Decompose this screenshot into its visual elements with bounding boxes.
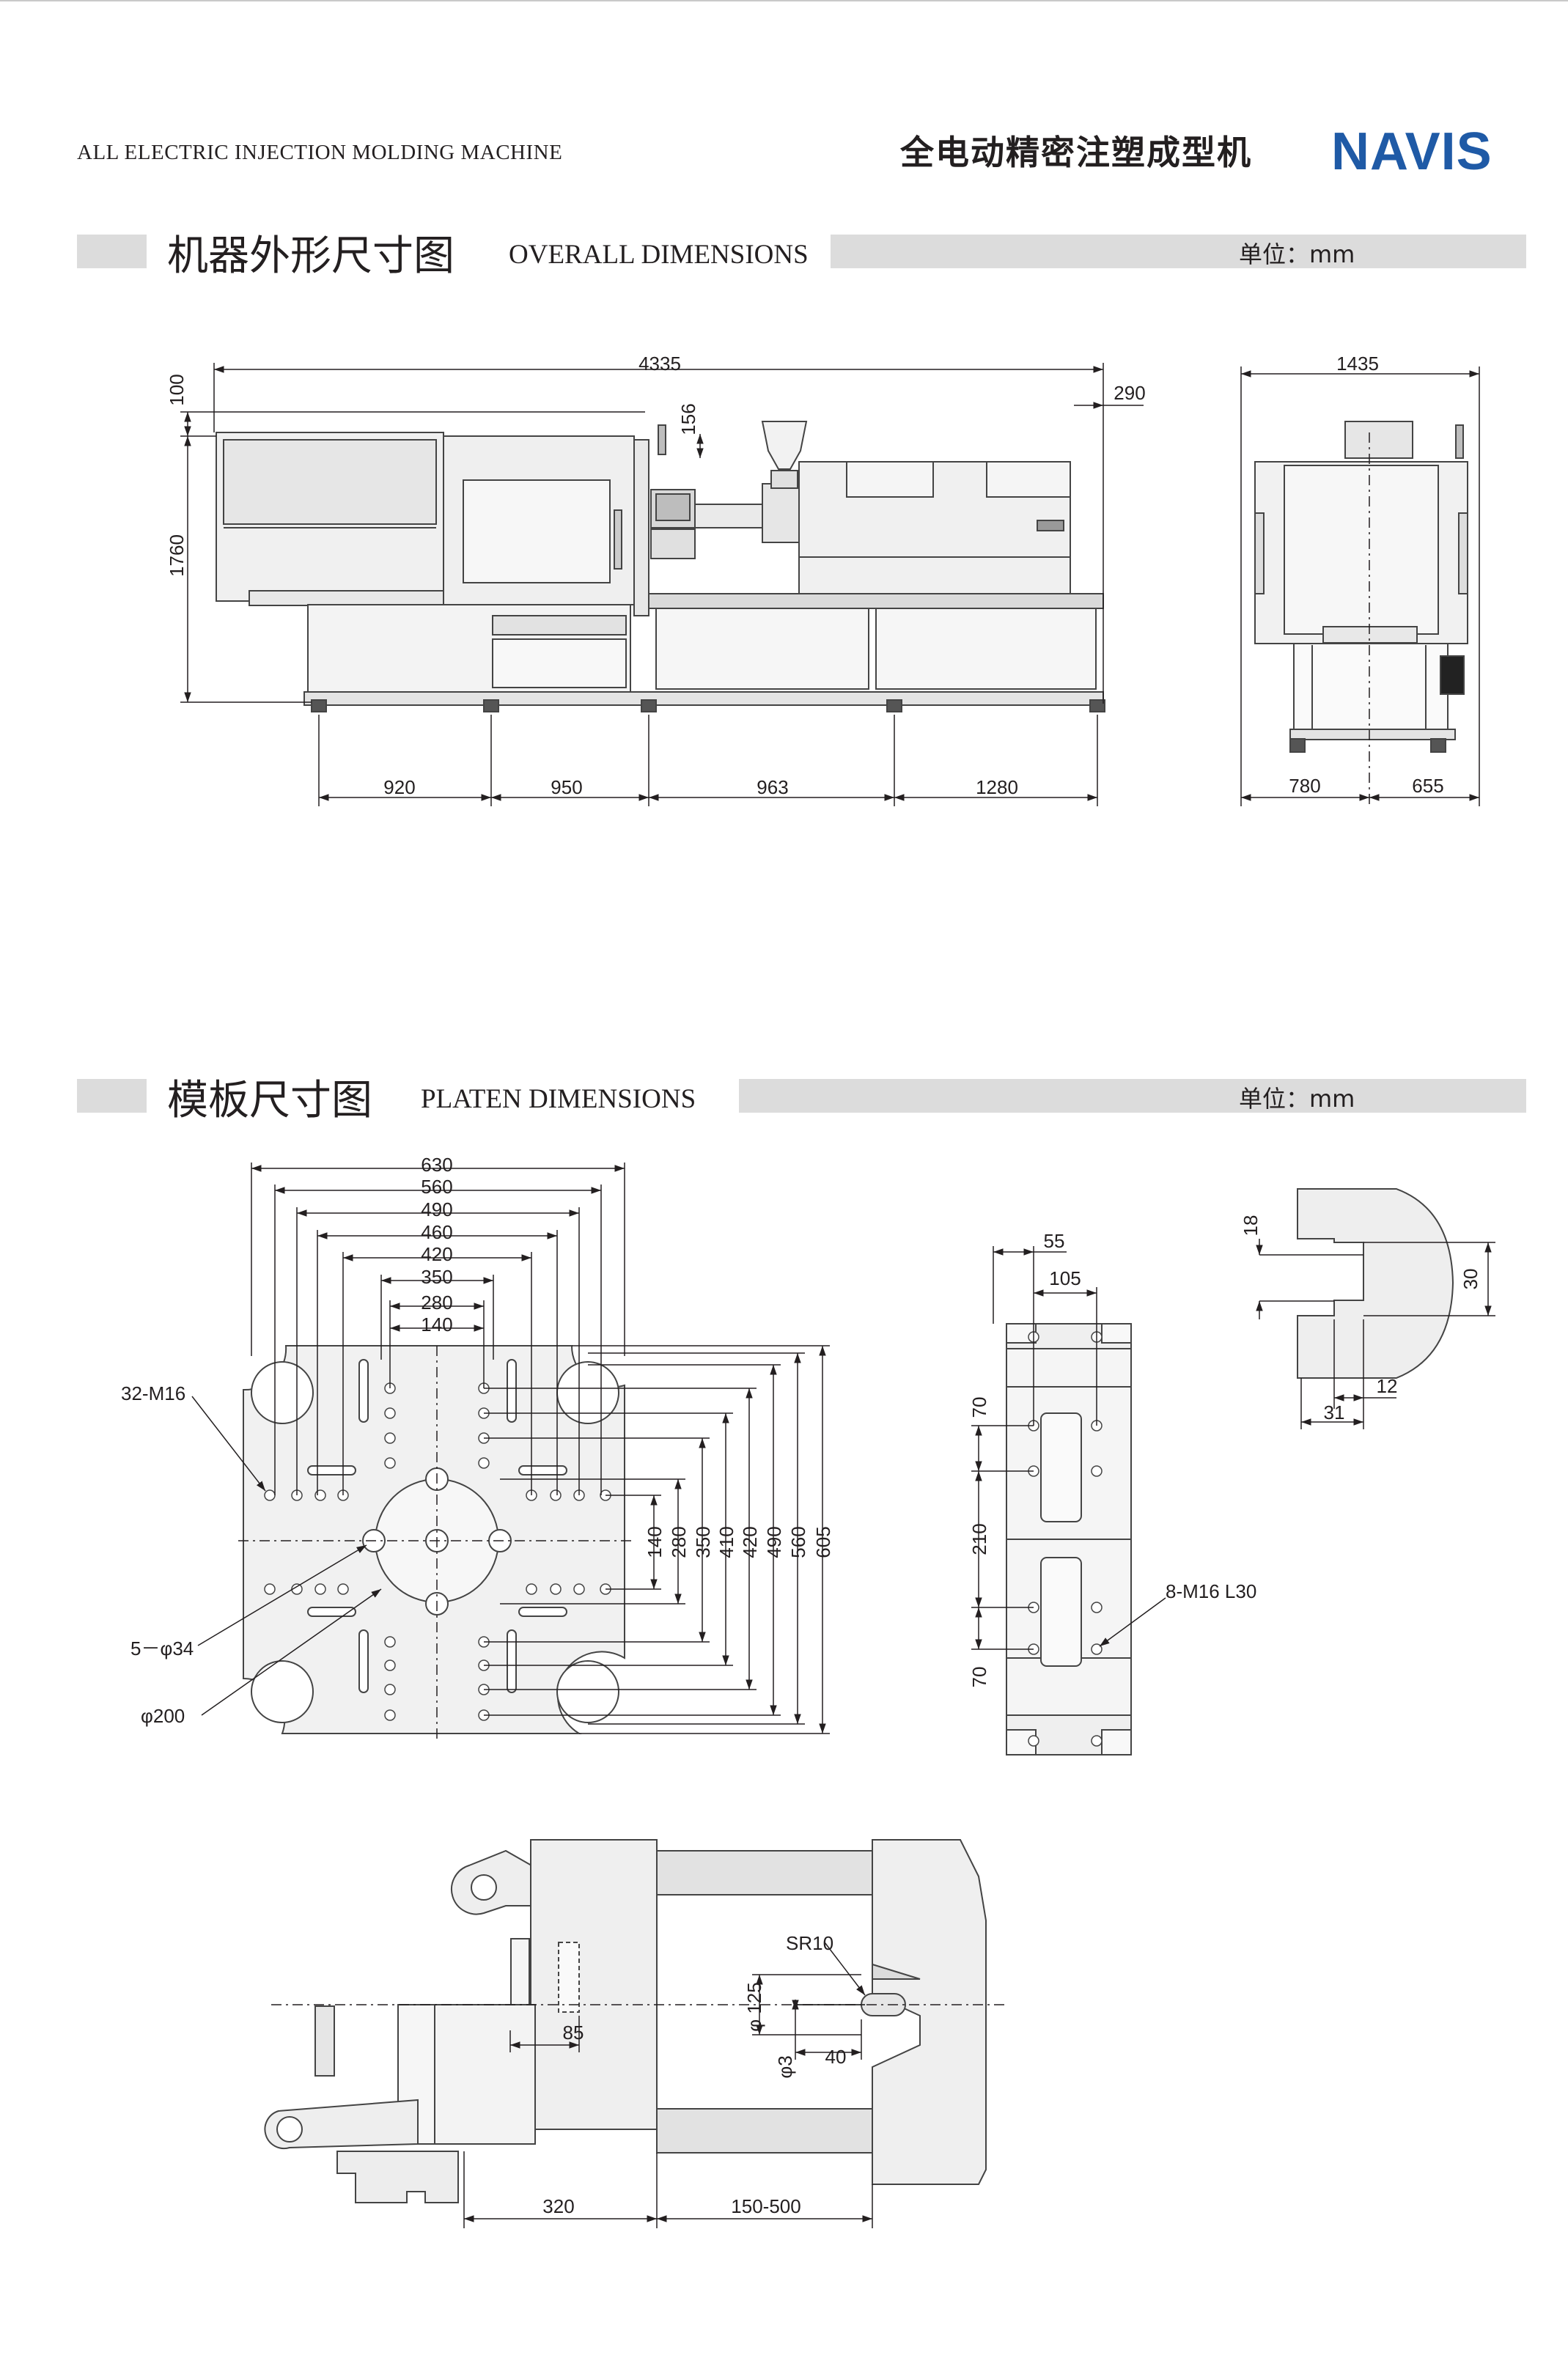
side-top-1: 105 bbox=[1049, 1267, 1081, 1289]
platen-h-0: 630 bbox=[421, 1154, 452, 1176]
unit-label-overall: 单位：mm bbox=[1239, 240, 1355, 268]
mold-len-40: 40 bbox=[825, 2046, 847, 2068]
section-title-overall-en: OVERALL DIMENSIONS bbox=[509, 240, 809, 270]
mold-len-85: 85 bbox=[563, 2022, 584, 2044]
mold-sr-label: SR10 bbox=[786, 1932, 833, 1954]
platen-v-3: 410 bbox=[715, 1526, 737, 1558]
platen-h-5: 350 bbox=[421, 1266, 452, 1288]
dim-side-1: 655 bbox=[1412, 775, 1443, 797]
section-title-overall-cn: 机器外形尺寸图 bbox=[167, 232, 454, 280]
platen-h-1: 560 bbox=[421, 1176, 452, 1198]
side-left-2: 70 bbox=[968, 1667, 990, 1688]
machine-side-view bbox=[1254, 421, 1468, 753]
tslot-neck: 12 bbox=[1377, 1375, 1398, 1397]
tslot-head: 31 bbox=[1324, 1401, 1345, 1423]
platen-dimension-lines bbox=[191, 1163, 830, 1741]
side-left-0: 70 bbox=[968, 1397, 990, 1418]
dim-base-3: 1280 bbox=[976, 776, 1018, 798]
platen-v-2: 350 bbox=[692, 1526, 714, 1558]
platen-side-view bbox=[1006, 1323, 1132, 1755]
front-view-dimensions bbox=[180, 363, 1144, 806]
side-left-1: 210 bbox=[968, 1523, 990, 1555]
dim-base-1: 950 bbox=[551, 776, 582, 798]
platen-tap-holes bbox=[264, 1382, 611, 1721]
platen-h-7: 140 bbox=[421, 1314, 452, 1335]
unit-label-platen: 单位：mm bbox=[1239, 1085, 1355, 1113]
tap-hole-label: 32-M16 bbox=[121, 1382, 185, 1404]
mold-dia-small: φ3 bbox=[774, 2055, 796, 2078]
dim-height: 1760 bbox=[166, 534, 188, 577]
dim-side-0: 780 bbox=[1289, 775, 1320, 797]
mold-opening-section bbox=[264, 1839, 987, 2203]
machine-front-view bbox=[216, 421, 1105, 712]
platen-v-4: 420 bbox=[739, 1526, 761, 1558]
dim-step: 156 bbox=[677, 403, 699, 435]
t-slot-detail bbox=[1297, 1188, 1454, 1379]
dim-base-0: 920 bbox=[383, 776, 415, 798]
platen-h-2: 490 bbox=[421, 1198, 452, 1220]
dim-height-top: 100 bbox=[166, 374, 188, 405]
platen-v-0: 140 bbox=[644, 1526, 666, 1558]
platen-h-6: 280 bbox=[421, 1292, 452, 1314]
platen-v-5: 490 bbox=[763, 1526, 785, 1558]
side-plate-label: 8-M16 L30 bbox=[1166, 1580, 1256, 1602]
section-bar-left bbox=[77, 235, 147, 268]
header-title: 全电动精密注塑成型机 bbox=[900, 133, 1252, 172]
dim-top-offset: 290 bbox=[1114, 382, 1145, 404]
section-bar-left bbox=[77, 1079, 147, 1113]
header-subtitle: ALL ELECTRIC INJECTION MOLDING MACHINE bbox=[77, 141, 563, 164]
platen-v-1: 280 bbox=[668, 1526, 690, 1558]
mold-bottom-1: 150-500 bbox=[731, 2195, 800, 2217]
t-slot-dimensions bbox=[1256, 1239, 1495, 1429]
locating-ring-label: φ200 bbox=[141, 1705, 185, 1727]
dim-width: 1435 bbox=[1336, 353, 1379, 375]
side-plate-dimensions bbox=[971, 1246, 1166, 1650]
section-title-platen-en: PLATEN DIMENSIONS bbox=[421, 1084, 696, 1114]
mold-dimensions bbox=[271, 1942, 1004, 2228]
platen-front-view bbox=[243, 1345, 625, 1734]
platen-v-7: 605 bbox=[812, 1526, 834, 1558]
dim-base-2: 963 bbox=[757, 776, 788, 798]
through-hole-label: 5－φ34 bbox=[130, 1637, 194, 1659]
mold-dia-big: φ 125 bbox=[743, 1982, 765, 2031]
dim-length: 4335 bbox=[638, 353, 681, 375]
platen-h-4: 420 bbox=[421, 1243, 452, 1265]
tslot-depth: 18 bbox=[1240, 1215, 1262, 1237]
section-title-platen-cn: 模板尺寸图 bbox=[167, 1077, 372, 1124]
top-rule bbox=[0, 0, 1568, 1]
side-top-0: 55 bbox=[1044, 1230, 1065, 1252]
brand-logo: NAVIS bbox=[1331, 122, 1492, 181]
tslot-width: 30 bbox=[1460, 1269, 1481, 1290]
mold-bottom-0: 320 bbox=[542, 2195, 574, 2217]
section-bar-right bbox=[831, 235, 1526, 268]
platen-h-3: 460 bbox=[421, 1221, 452, 1243]
section-bar-right bbox=[739, 1079, 1526, 1113]
platen-v-6: 560 bbox=[787, 1526, 809, 1558]
side-view-dimensions bbox=[1240, 366, 1480, 806]
